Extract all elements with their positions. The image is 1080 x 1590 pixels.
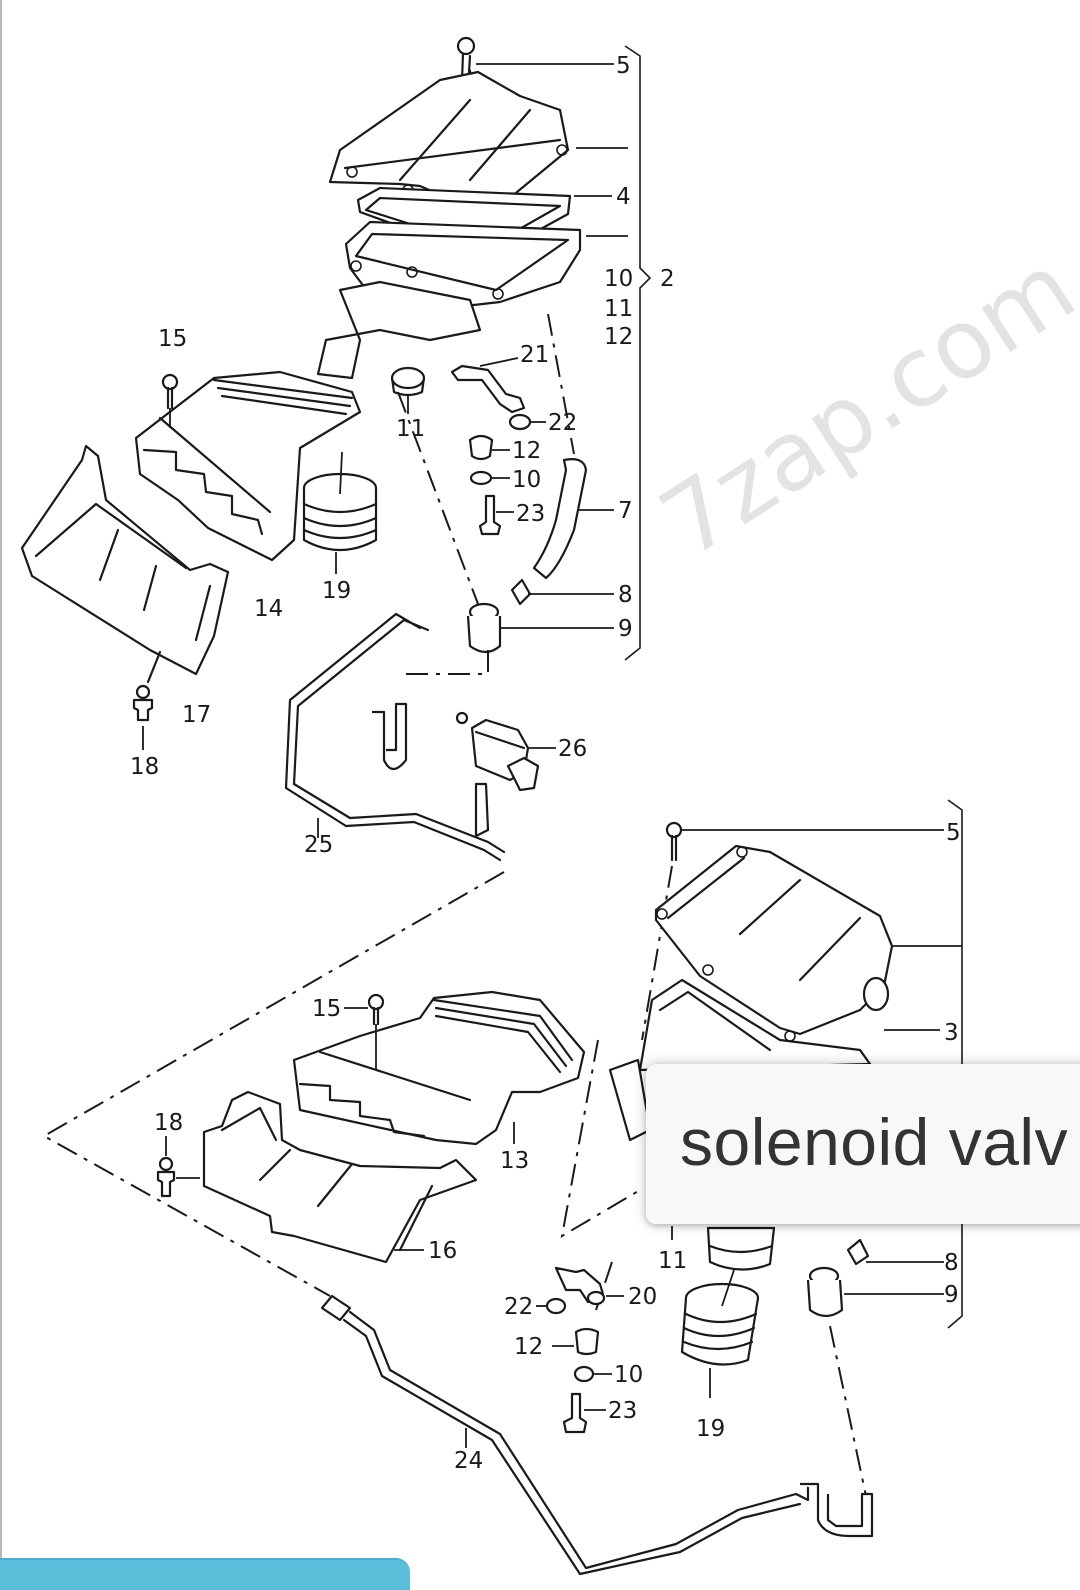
label-upper-23: 23 xyxy=(516,501,545,527)
part-7-hose[interactable] xyxy=(532,458,614,580)
part-22-nut[interactable] xyxy=(536,1297,567,1315)
label-upper-15: 15 xyxy=(158,326,187,352)
tooltip-text: solenoid valv xyxy=(680,1105,1069,1179)
upper-assembly: 5 4 10 11 12 2 15 21 11 22 12 10 23 7 19… xyxy=(20,36,675,862)
label-lower-18: 18 xyxy=(154,1110,183,1136)
part-11-grommet[interactable] xyxy=(390,366,426,414)
part-26-solenoid-valve[interactable] xyxy=(455,711,556,838)
part-13-intake-duct[interactable] xyxy=(292,990,586,1146)
bottom-action-bar[interactable] xyxy=(0,1558,410,1590)
part-15-screw[interactable] xyxy=(344,993,385,1070)
label-upper-11b: 11 xyxy=(396,416,425,442)
label-lower-19: 19 xyxy=(696,1416,725,1442)
label-lower-5: 5 xyxy=(946,820,961,846)
label-lower-24: 24 xyxy=(454,1448,483,1474)
part-14-intake-duct[interactable] xyxy=(134,370,362,562)
part-23-bolt[interactable] xyxy=(562,1392,606,1434)
part-8-clip[interactable] xyxy=(846,1238,944,1266)
label-upper-14: 14 xyxy=(254,596,283,622)
label-lower-3: 3 xyxy=(944,1020,959,1046)
label-lower-15: 15 xyxy=(312,996,341,1022)
part-19-hose-sleeve[interactable] xyxy=(302,451,378,574)
label-upper-10b: 10 xyxy=(512,467,541,493)
label-upper-26: 26 xyxy=(558,736,587,762)
label-upper-17: 17 xyxy=(182,702,211,728)
label-upper-11: 11 xyxy=(604,296,633,322)
label-lower-9: 9 xyxy=(944,1282,959,1308)
lower-group-bracket xyxy=(947,799,963,1329)
part-10-washer[interactable] xyxy=(469,470,510,486)
part-25-vacuum-hose[interactable] xyxy=(284,612,506,862)
label-upper-9: 9 xyxy=(618,616,633,642)
part-19-hose-sleeve[interactable] xyxy=(680,1269,760,1398)
part-21-bracket[interactable] xyxy=(450,357,526,414)
label-lower-8: 8 xyxy=(944,1250,959,1276)
label-upper-12b: 12 xyxy=(512,438,541,464)
part-22-nut[interactable] xyxy=(508,413,546,431)
label-lower-23: 23 xyxy=(608,1398,637,1424)
label-lower-11: 11 xyxy=(658,1248,687,1274)
label-upper-19: 19 xyxy=(322,578,351,604)
part-air-filter-housing[interactable] xyxy=(316,220,582,380)
part-18-bolt[interactable] xyxy=(156,1136,200,1198)
label-upper-7: 7 xyxy=(618,498,633,524)
part-10-washer[interactable] xyxy=(573,1365,612,1383)
part-24-vacuum-hose[interactable] xyxy=(320,1294,874,1576)
part-20-bracket[interactable] xyxy=(554,1266,624,1306)
upper-group-bracket xyxy=(624,45,652,661)
part-19-hose-upper[interactable] xyxy=(706,1226,776,1271)
part-9-valve[interactable] xyxy=(466,602,614,654)
page-left-border xyxy=(0,0,2,1576)
label-upper-22: 22 xyxy=(548,410,577,436)
part-18-bolt[interactable] xyxy=(132,684,154,750)
label-upper-5: 5 xyxy=(616,53,631,79)
label-upper-25: 25 xyxy=(304,832,333,858)
part-12-grommet[interactable] xyxy=(468,434,510,461)
lower-assembly: 5 3 15 13 18 16 11 8 9 22 20 12 10 23 19… xyxy=(41,799,963,1576)
part-15-screw[interactable] xyxy=(161,373,179,428)
search-tooltip[interactable]: solenoid valv xyxy=(646,1064,1080,1224)
label-upper-2: 2 xyxy=(660,266,675,292)
part-17-air-guide[interactable] xyxy=(20,444,230,684)
label-upper-8: 8 xyxy=(618,582,633,608)
label-lower-10: 10 xyxy=(614,1362,643,1388)
label-lower-22: 22 xyxy=(504,1294,533,1320)
watermark: 7zap.com xyxy=(642,231,1080,579)
part-16-air-guide[interactable] xyxy=(202,1090,478,1264)
label-upper-18: 18 xyxy=(130,754,159,780)
label-upper-21: 21 xyxy=(520,342,549,368)
part-air-filter-cover[interactable] xyxy=(654,844,962,1042)
part-23-bolt[interactable] xyxy=(478,494,514,536)
part-12-grommet[interactable] xyxy=(552,1327,600,1356)
label-upper-12: 12 xyxy=(604,324,633,350)
label-lower-13: 13 xyxy=(500,1148,529,1174)
label-upper-10: 10 xyxy=(604,266,633,292)
part-5-screw[interactable] xyxy=(641,821,944,1041)
lower-dash-outline xyxy=(41,871,505,1297)
part-air-filter-housing[interactable] xyxy=(608,978,940,1142)
part-8-clip[interactable] xyxy=(510,578,614,606)
label-lower-16: 16 xyxy=(428,1238,457,1264)
label-lower-20: 20 xyxy=(628,1284,657,1310)
part-9-valve[interactable] xyxy=(806,1266,944,1318)
label-lower-12: 12 xyxy=(514,1334,543,1360)
label-upper-4: 4 xyxy=(616,184,631,210)
